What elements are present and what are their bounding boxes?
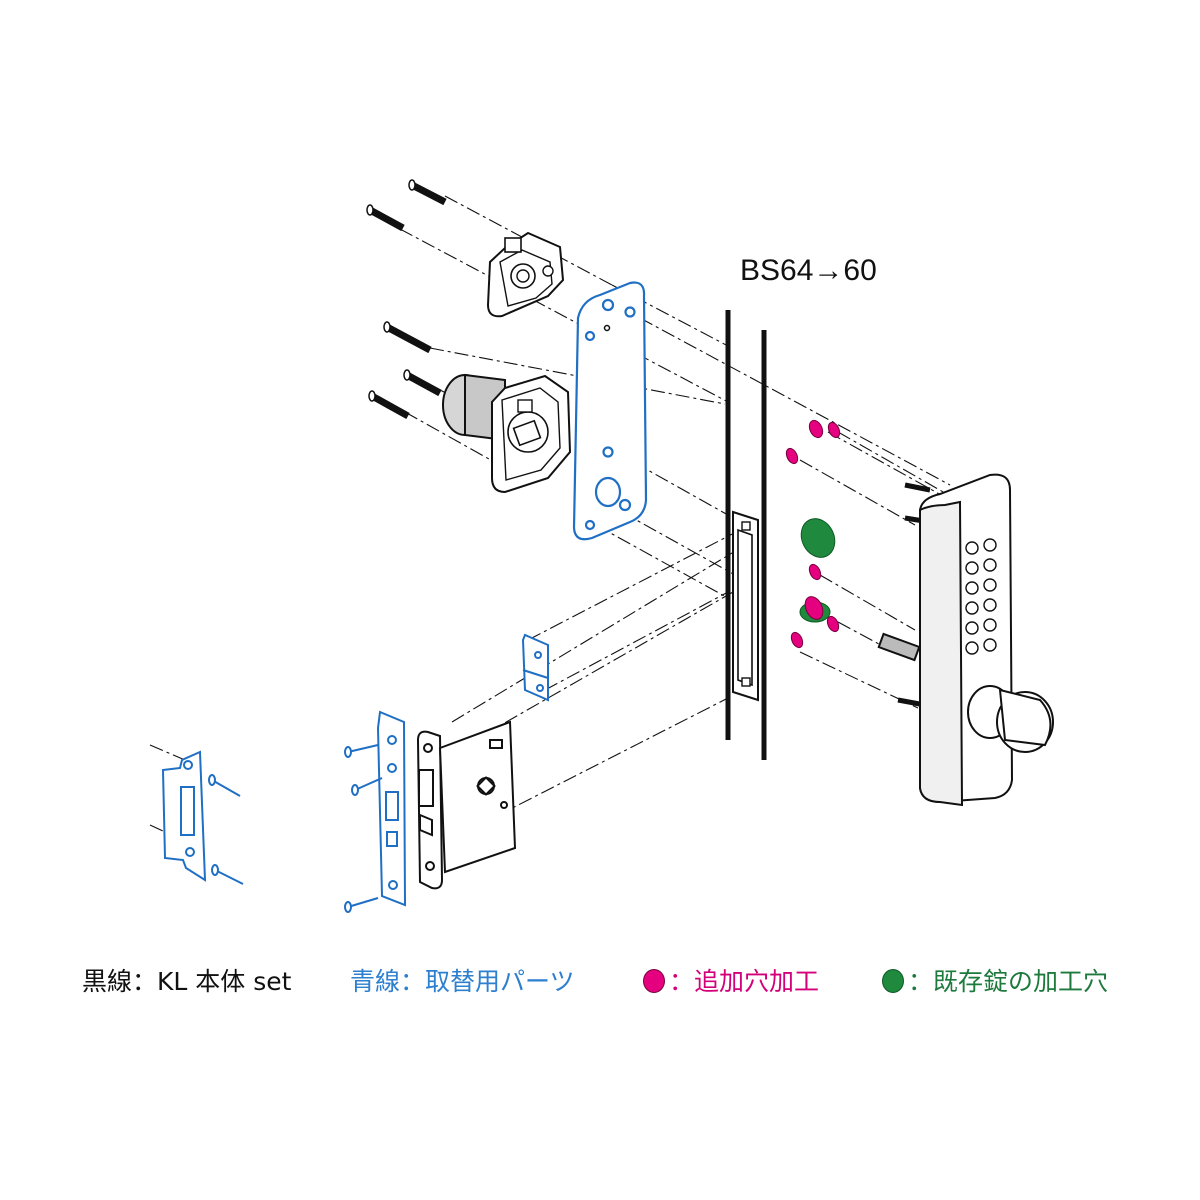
screw-mid-2 <box>403 369 442 397</box>
replacement-backplate <box>572 281 648 541</box>
replacement-latch-plate <box>521 633 549 702</box>
thumbturn-unit <box>442 373 572 494</box>
screw-mid-3 <box>368 390 410 420</box>
legend-magenta: ：追加穴加工 <box>643 962 819 998</box>
backset-label: BS64→60 <box>740 254 877 287</box>
magenta-dot-icon <box>643 969 665 993</box>
replacement-strike-plate <box>161 750 207 882</box>
legend-magenta-text: ：追加穴加工 <box>669 967 820 996</box>
door-section <box>725 310 767 760</box>
screw-mid-1 <box>383 321 432 354</box>
legend-blue-line: 青線：取替用パーツ <box>350 967 575 996</box>
screw-top-1 <box>408 179 447 206</box>
keypad-buttons <box>965 538 997 655</box>
mortise-lock-body <box>416 720 517 890</box>
existing-holes <box>799 518 836 623</box>
thumbturn-base-small <box>486 231 565 318</box>
added-holes <box>785 419 841 649</box>
green-dot-icon <box>882 969 904 993</box>
replacement-front-plate <box>376 710 407 907</box>
black-screws <box>366 179 447 420</box>
legend-green-text: ：既存錠の加工穴 <box>908 967 1109 996</box>
legend-green: ：既存錠の加工穴 <box>882 962 1108 998</box>
lever-knob <box>967 685 1054 753</box>
replacement-screws <box>208 744 383 913</box>
keypad-lock-unit <box>877 473 1054 807</box>
legend-black-line: 黒線：KL 本体 set <box>82 967 292 996</box>
screw-top-2 <box>366 204 405 232</box>
